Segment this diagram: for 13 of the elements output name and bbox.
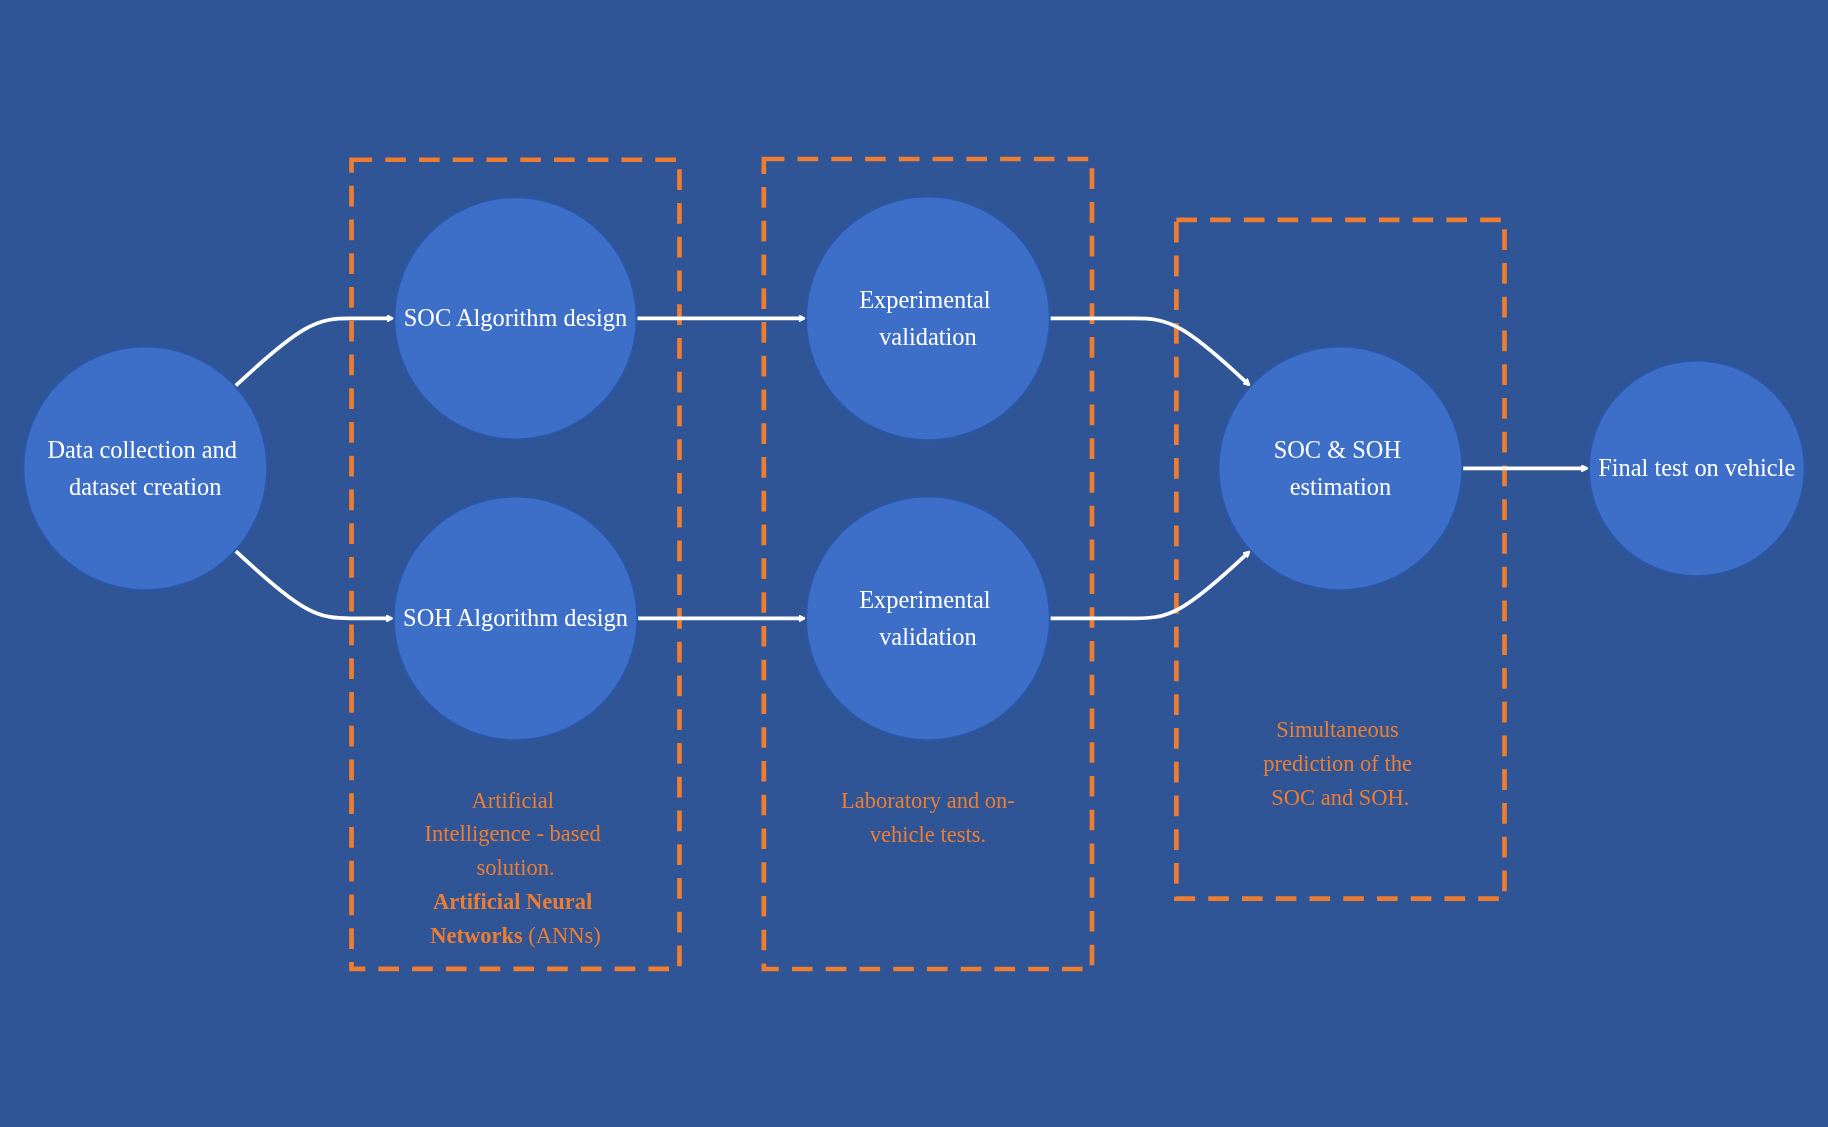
arrow bbox=[1049, 549, 1251, 620]
node-circle: SOC Algorithm design bbox=[393, 195, 638, 440]
node-circle: Experimental validation bbox=[805, 195, 1051, 441]
node-circle: SOH Algorithm design bbox=[392, 495, 639, 741]
arrow bbox=[637, 613, 807, 622]
arrow bbox=[1462, 463, 1590, 472]
node-circle: Experimental validation bbox=[805, 495, 1051, 741]
node-circle: Final test on vehicle bbox=[1587, 359, 1806, 577]
node-circle: SOC & SOH estimation bbox=[1217, 345, 1464, 591]
arrow bbox=[1049, 316, 1251, 386]
node-circle: Data collection and dataset creation bbox=[22, 345, 269, 591]
arrow bbox=[636, 313, 807, 322]
arrow bbox=[233, 313, 395, 387]
